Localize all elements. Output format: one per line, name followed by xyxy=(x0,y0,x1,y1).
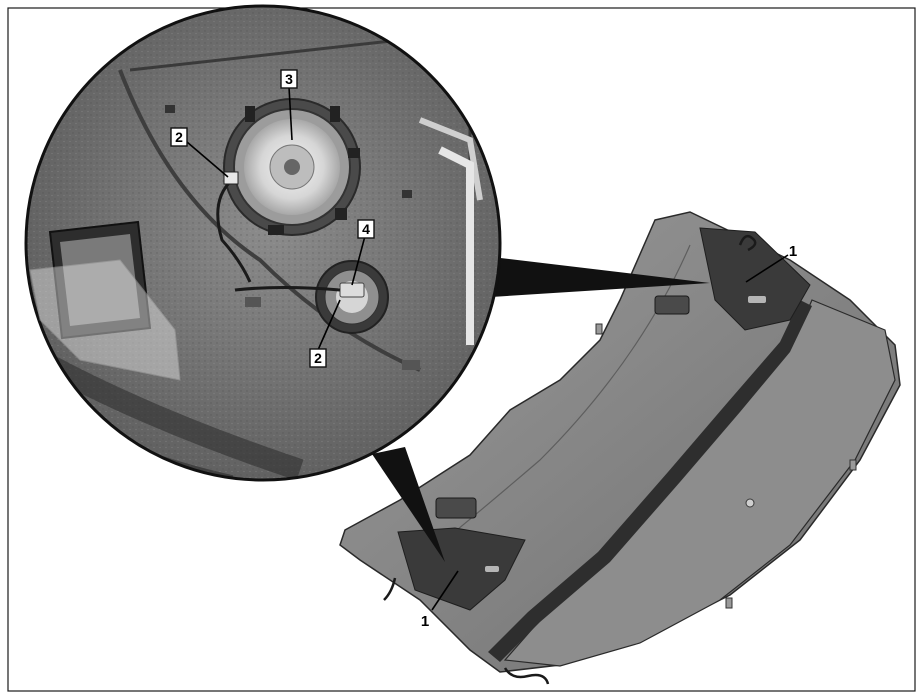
leader-4 xyxy=(351,235,366,286)
trim-clip xyxy=(165,105,175,113)
connector-plug-upper xyxy=(223,171,239,185)
belt-guide-upper xyxy=(654,295,690,315)
speaker-cable-left xyxy=(383,577,397,601)
speaker-pod-right xyxy=(699,227,811,331)
speaker-pod-left xyxy=(397,527,526,611)
shelf-roller-strip xyxy=(488,300,812,662)
shelf-mount-hole xyxy=(745,498,755,508)
leader-2-upper xyxy=(186,141,229,178)
leader-3 xyxy=(288,86,293,141)
speaker-cable-bottom xyxy=(503,667,550,685)
callout-shelf-speaker-right: 1 xyxy=(789,243,797,260)
edge-clip xyxy=(725,597,733,609)
speaker-cable-right xyxy=(738,234,757,252)
edge-clip xyxy=(849,459,857,471)
callout-tweeter-connector: 2 xyxy=(175,129,183,145)
trim-clip xyxy=(245,297,261,307)
callout-tweeter: 3 xyxy=(285,71,293,87)
rear-parcel-shelf xyxy=(339,211,901,685)
callout-shelf-speaker-left: 1 xyxy=(421,613,429,630)
woofer-speaker xyxy=(315,260,389,334)
pod-grille-slot-left xyxy=(485,566,499,572)
trim-clip xyxy=(402,360,420,370)
edge-clip xyxy=(595,323,603,335)
pod-grille-slot-right xyxy=(748,296,766,303)
trim-clip xyxy=(402,190,412,198)
leader-1-right xyxy=(745,254,789,283)
leader-2-lower xyxy=(317,299,341,351)
belt-guide-lower xyxy=(435,497,477,519)
callout-woofer: 4 xyxy=(362,221,370,237)
detail-magnifier-border xyxy=(24,4,502,482)
connector-wire-lower xyxy=(234,286,341,292)
side-storage-compartment xyxy=(29,220,181,381)
tweeter-speaker xyxy=(223,98,361,236)
zoom-pointer-upper xyxy=(491,257,710,297)
leader-1-left xyxy=(431,570,459,611)
callout-woofer-connector: 2 xyxy=(314,350,322,366)
zoom-pointer-lower xyxy=(372,447,445,562)
connector-wire-upper xyxy=(216,178,252,283)
